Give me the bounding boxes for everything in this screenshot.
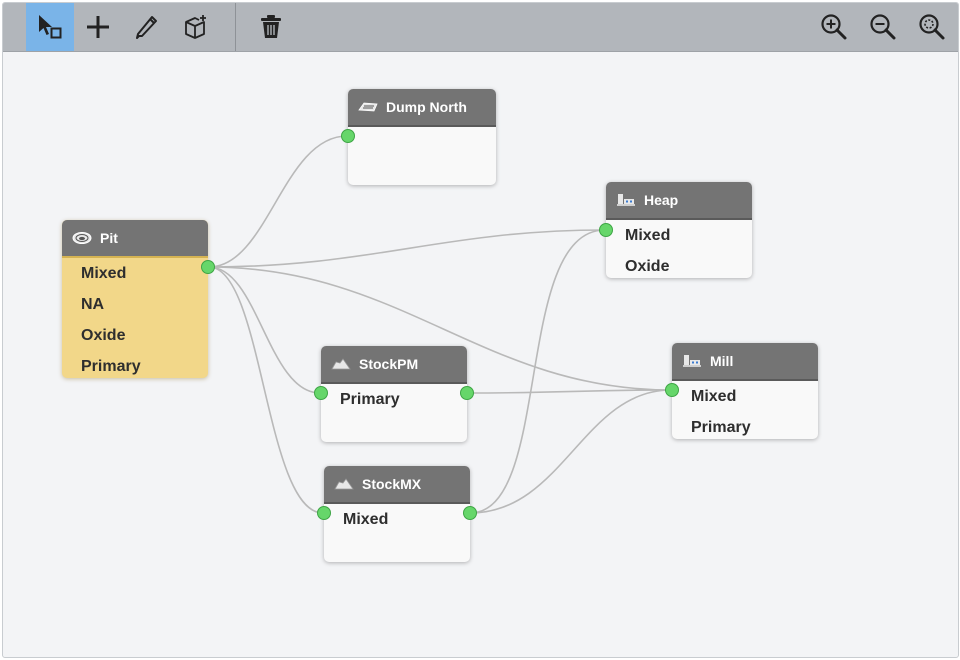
select-cursor-icon — [39, 15, 62, 39]
node-mill[interactable]: Mill Mixed Primary — [665, 343, 818, 439]
node-header[interactable]: Heap — [606, 182, 752, 220]
box-add-icon — [185, 15, 206, 39]
port-label: Oxide — [81, 327, 126, 344]
node-heap[interactable]: Heap Mixed Oxide — [599, 182, 752, 278]
edge-stockmx-mixed-to-mill-mixed[interactable] — [469, 389, 672, 514]
edge-pit-mixed-to-stockmx-mixed[interactable] — [208, 266, 324, 514]
edge-pit-mixed-to-stockpm-primary[interactable] — [208, 266, 321, 394]
node-title: Dump North — [386, 99, 467, 115]
output-port-primary[interactable] — [460, 386, 474, 400]
port-label: Mixed — [81, 265, 127, 282]
node-title: StockMX — [362, 476, 422, 492]
port-label: NA — [81, 296, 105, 313]
port-label: Mixed — [625, 227, 671, 244]
pencil-icon — [136, 16, 157, 39]
node-header[interactable]: Mill — [672, 343, 818, 381]
diagram-canvas[interactable]: Pit Mixed NA Oxide Primary Dump North — [3, 52, 958, 657]
zoom-in-icon — [821, 14, 847, 40]
port-label: Primary — [81, 358, 141, 375]
node-header[interactable]: StockMX — [324, 466, 470, 504]
add-tool-button[interactable] — [74, 3, 122, 51]
edge-stockpm-primary-to-mill-mixed[interactable] — [467, 389, 672, 394]
zoom-in-button[interactable] — [810, 3, 858, 51]
input-port-mixed[interactable] — [665, 383, 679, 397]
zoom-reset-icon — [919, 14, 945, 40]
input-port-mixed[interactable] — [599, 223, 613, 237]
edge-pit-mixed-to-mill-mixed[interactable] — [208, 266, 672, 391]
port-label: Primary — [691, 419, 751, 436]
select-tool-button[interactable] — [26, 3, 74, 51]
zoom-out-button[interactable] — [859, 3, 907, 51]
node-title: StockPM — [359, 356, 419, 372]
node-stockpm[interactable]: StockPM Primary — [314, 346, 474, 442]
node-header[interactable]: Dump North — [348, 89, 496, 127]
output-port-mixed[interactable] — [463, 506, 477, 520]
edge-stockmx-mixed-to-heap-mixed[interactable] — [469, 229, 606, 514]
zoom-out-icon — [870, 14, 896, 40]
port-label: Primary — [340, 391, 400, 408]
node-dump-north[interactable]: Dump North — [341, 89, 496, 185]
new-node-tool-button[interactable] — [172, 3, 220, 51]
node-header[interactable]: StockPM — [321, 346, 467, 384]
toolbar-separator — [235, 3, 236, 51]
delete-tool-button[interactable] — [247, 3, 295, 51]
input-port-primary[interactable] — [314, 386, 328, 400]
node-pit[interactable]: Pit Mixed NA Oxide Primary — [62, 220, 215, 378]
port-label: Oxide — [625, 258, 670, 275]
edge-pit-mixed-to-heap-mixed[interactable] — [208, 229, 606, 268]
pit-icon — [72, 232, 92, 244]
stockpile-icon — [334, 478, 354, 490]
dump-icon — [358, 102, 378, 112]
port-label: Mixed — [691, 388, 737, 405]
node-title: Heap — [644, 192, 679, 208]
node-stockmx[interactable]: StockMX Mixed — [317, 466, 477, 562]
zoom-reset-button[interactable] — [908, 3, 956, 51]
plus-icon — [87, 16, 109, 38]
stockpile-icon — [331, 358, 351, 370]
output-port-mixed[interactable] — [201, 260, 215, 274]
connections — [208, 135, 672, 514]
input-port-mixed[interactable] — [317, 506, 331, 520]
node-header[interactable]: Pit — [62, 220, 208, 258]
node-title: Mill — [710, 353, 734, 369]
input-port[interactable] — [341, 129, 355, 143]
port-label: Mixed — [343, 511, 389, 528]
edit-tool-button[interactable] — [123, 3, 171, 51]
trash-icon — [261, 15, 281, 38]
node-title: Pit — [100, 230, 118, 246]
edge-pit-mixed-to-dump-north[interactable] — [208, 135, 348, 268]
plant-icon — [683, 355, 701, 367]
toolbar — [3, 3, 958, 52]
plant-icon — [617, 194, 635, 206]
